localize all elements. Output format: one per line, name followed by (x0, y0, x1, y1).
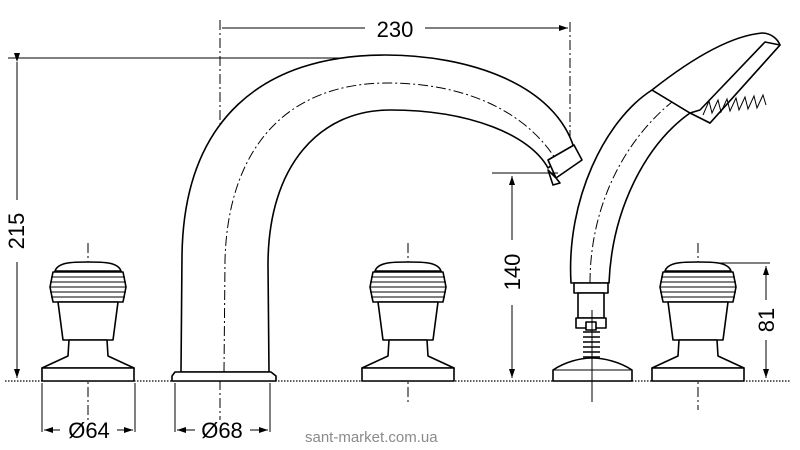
dimension-label-diameter-68: Ø68 (201, 418, 243, 443)
dimension-label-215: 215 (4, 213, 29, 250)
middle-handle (361, 243, 455, 405)
left-handle (41, 243, 135, 420)
spout (171, 54, 583, 382)
dimension-label-140: 140 (500, 254, 525, 291)
dimension-label-81: 81 (754, 308, 779, 332)
dimension-diameter-64: Ø64 (41, 383, 136, 443)
dimension-label-diameter-64: Ø64 (68, 418, 110, 443)
right-handle (651, 243, 745, 410)
watermark: sant-market.com.ua (305, 429, 438, 446)
dimension-215: 215 (4, 53, 392, 378)
dimension-140: 140 (492, 172, 558, 378)
dimension-label-230: 230 (377, 17, 414, 42)
dimension-diameter-68: Ø68 (174, 383, 271, 443)
hand-shower (552, 32, 781, 402)
dimension-81: 81 (718, 262, 779, 378)
